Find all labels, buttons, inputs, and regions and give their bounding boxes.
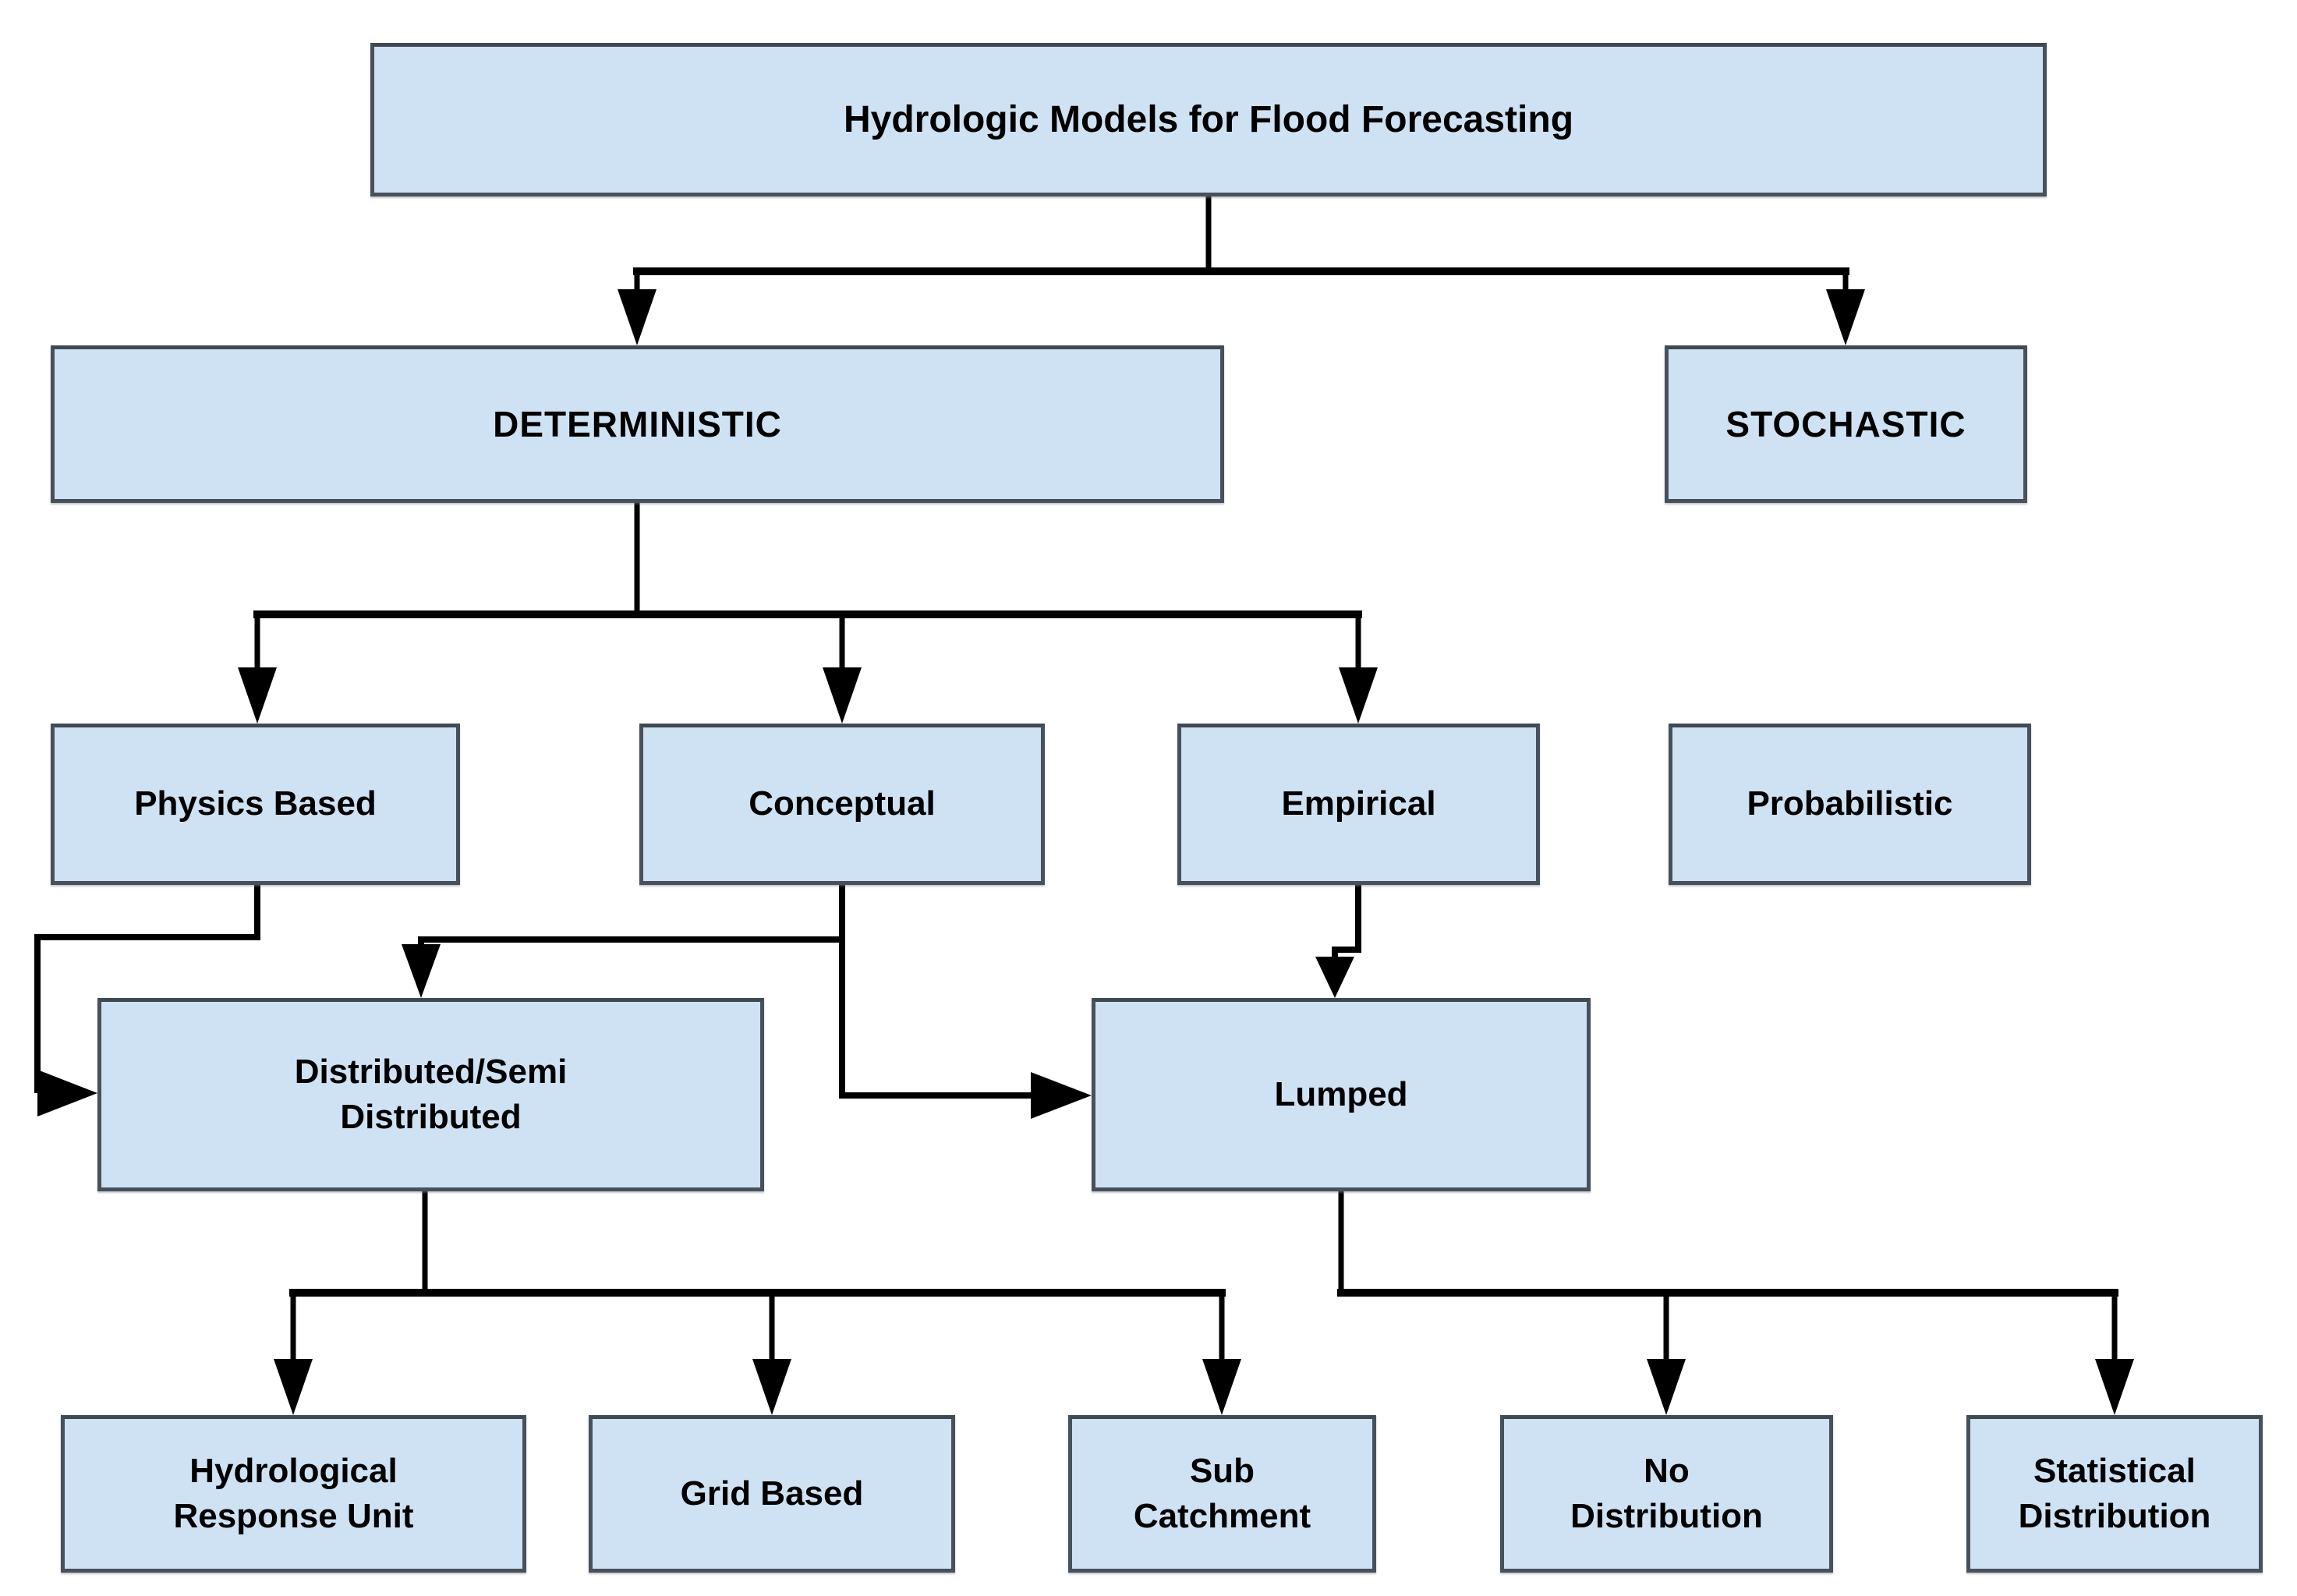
node-empirical-label: Empirical — [1281, 784, 1436, 823]
arrowhead-lumped-top — [1315, 957, 1354, 998]
node-probabilistic: Probabilistic — [1669, 724, 2031, 885]
arrowhead-empirical — [1339, 667, 1378, 724]
node-stochastic: STOCHASTIC — [1665, 345, 2027, 503]
node-no-distribution-label: No Distribution — [1570, 1451, 1763, 1535]
arrowhead-distributed-top — [402, 944, 441, 998]
node-empirical: Empirical — [1177, 724, 1540, 885]
arrowhead-statistical — [2095, 1359, 2134, 1415]
arrowhead-nodistribution — [1647, 1359, 1686, 1415]
arrowhead-subcatchment — [1202, 1359, 1241, 1415]
node-grid-based-label: Grid Based — [680, 1474, 864, 1513]
connector-conceptual-distributed — [418, 885, 845, 953]
arrowhead-conceptual — [823, 667, 862, 724]
node-distributed: Distributed/Semi Distributed — [97, 998, 764, 1191]
node-sub-catchment: Sub Catchment — [1068, 1415, 1376, 1573]
arrowhead-lumped-left — [1031, 1072, 1092, 1119]
node-lumped-label: Lumped — [1274, 1074, 1408, 1113]
node-stochastic-label: STOCHASTIC — [1725, 403, 1966, 444]
connector-empirical-lumped — [1332, 885, 1361, 961]
node-probabilistic-label: Probabilistic — [1747, 784, 1953, 823]
node-conceptual-label: Conceptual — [749, 784, 936, 823]
arrowhead-stochastic — [1826, 289, 1865, 345]
node-distributed-label: Distributed/Semi Distributed — [294, 1052, 568, 1136]
node-lumped: Lumped — [1092, 998, 1591, 1191]
arrowhead-physics — [238, 667, 277, 724]
node-statistical-distribution-label: Statistical Distribution — [2018, 1451, 2211, 1535]
node-physics-based: Physics Based — [51, 724, 460, 885]
node-no-distribution: No Distribution — [1500, 1415, 1833, 1573]
node-title-label: Hydrologic Models for Flood Forecasting — [843, 98, 1574, 140]
arrowhead-distributed-left — [37, 1070, 97, 1116]
connector-physics-distributed — [34, 885, 260, 1093]
node-deterministic: DETERMINISTIC — [51, 345, 1224, 503]
node-grid-based: Grid Based — [589, 1415, 955, 1573]
node-physics-based-label: Physics Based — [134, 784, 377, 823]
arrowhead-hru — [274, 1359, 313, 1415]
node-hydrological-response-unit-label: Hydrological Response Unit — [173, 1451, 414, 1535]
node-statistical-distribution: Statistical Distribution — [1966, 1415, 2263, 1573]
connector-conceptual-lumped — [839, 940, 1037, 1099]
node-title: Hydrologic Models for Flood Forecasting — [370, 43, 2047, 196]
arrowhead-deterministic — [618, 289, 657, 345]
node-sub-catchment-label: Sub Catchment — [1133, 1451, 1311, 1535]
arrowhead-grid — [752, 1359, 791, 1415]
node-deterministic-label: DETERMINISTIC — [493, 403, 782, 444]
node-conceptual: Conceptual — [639, 724, 1045, 885]
node-hydrological-response-unit: Hydrological Response Unit — [61, 1415, 526, 1573]
